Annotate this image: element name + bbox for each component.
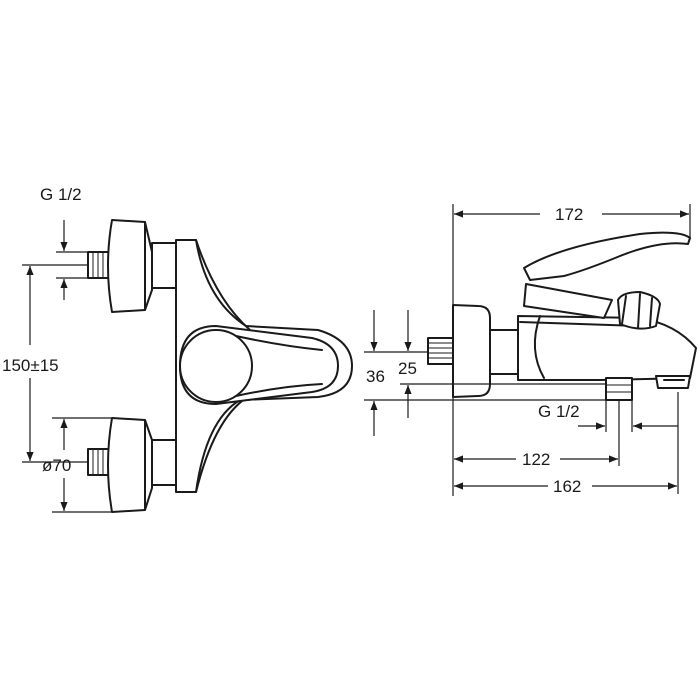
height-25-label: 25	[398, 359, 417, 378]
side-inlet-thread	[427, 337, 454, 365]
flange-diameter-label: ø70	[42, 456, 71, 475]
body-contour-lower	[195, 397, 247, 493]
height-36-label: 36	[366, 367, 385, 386]
lever-inner-curve	[235, 335, 323, 351]
side-view: 172 36 25 G 1/2 122 162	[364, 204, 697, 496]
lever-handle	[523, 231, 691, 281]
spout	[655, 375, 691, 389]
body-contour-upper	[195, 239, 251, 331]
front-thread-label: G 1/2	[40, 185, 82, 204]
front-view: G 1/2 150±15 ø70	[2, 185, 353, 513]
center-distance-label: 150±15	[2, 356, 59, 375]
wall-flange	[452, 304, 491, 398]
side-thread-lines	[428, 342, 453, 359]
outlet-thread-label: G 1/2	[538, 402, 580, 421]
lever-hub	[179, 329, 253, 403]
outlet-distance-label: 122	[522, 450, 550, 469]
side-body-top-line	[519, 321, 641, 327]
body-length-label: 162	[553, 477, 581, 496]
bottom-connection	[87, 417, 179, 513]
side-connector	[489, 329, 519, 375]
lever-inner-curve-2	[235, 383, 323, 397]
lever-cartridge	[523, 283, 613, 319]
top-connection	[87, 219, 179, 313]
outlet-thread	[605, 377, 633, 401]
bottom-arm	[151, 439, 179, 486]
top-arm	[151, 242, 179, 289]
overall-length-label: 172	[555, 205, 583, 224]
